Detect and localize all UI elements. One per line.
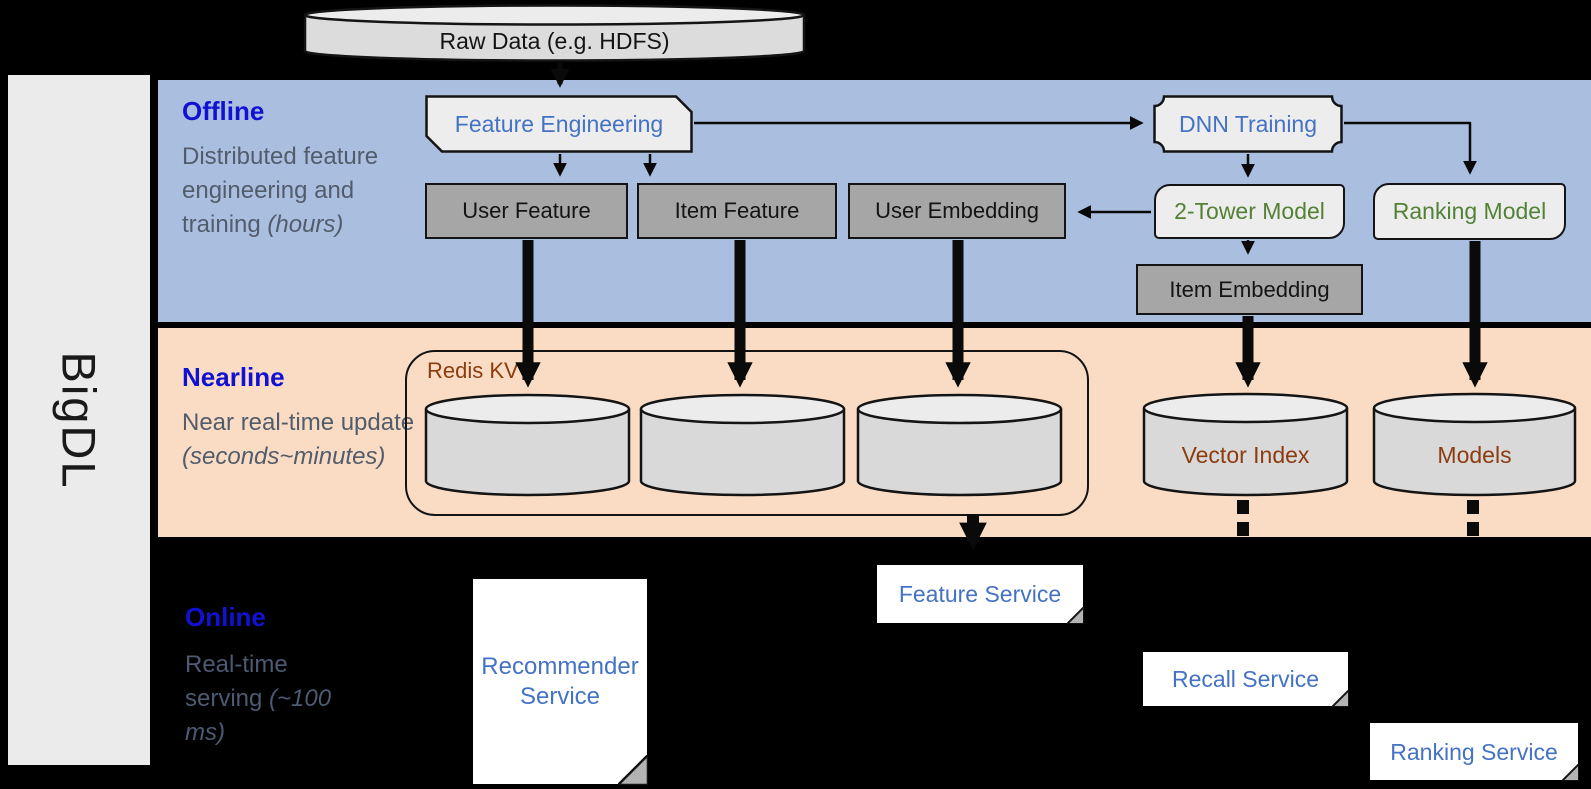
item-feature-label: Item Feature — [674, 198, 800, 223]
nearline-subtitle-italic: (seconds~minutes) — [182, 443, 386, 470]
models-cylinder-shape — [1372, 392, 1577, 497]
feature-engineering-label: Feature Engineering — [454, 110, 664, 137]
user-feature-label: User Feature — [462, 198, 591, 223]
offline-subtitle-italic: (hours) — [267, 211, 344, 238]
item-embedding-node: Item Embedding — [1136, 264, 1363, 315]
ranking-service-node: Ranking Service — [1370, 723, 1579, 781]
vector-index-label: Vector Index — [1181, 442, 1310, 468]
two-tower-model-label: 2-Tower Model — [1174, 198, 1325, 224]
user-embedding-label: User Embedding — [875, 198, 1039, 223]
ranking-model-label: Ranking Model — [1392, 198, 1547, 224]
document-fold-icon — [1067, 607, 1084, 624]
bigdl-brand-label: BigDL — [52, 350, 106, 490]
redis-cylinder-3 — [856, 393, 1063, 497]
raw-data-label: Raw Data (e.g. HDFS) — [439, 27, 670, 54]
document-fold-icon — [1562, 764, 1579, 781]
redis-cylinder-2-shape — [639, 393, 846, 497]
ranking-model-node: Ranking Model — [1373, 183, 1566, 240]
feature-engineering-shape — [425, 95, 693, 153]
redis-cylinder-1 — [424, 393, 631, 497]
feature-service-label: Feature Service — [898, 581, 1062, 607]
online-subtitle-text: Real-time serving — [185, 651, 288, 712]
online-subtitle: Real-time serving (~100 ms) — [185, 648, 335, 750]
feature-service-node: Feature Service — [877, 565, 1084, 624]
offline-title: Offline — [182, 96, 265, 126]
offline-subtitle: Distributed feature engineering and trai… — [182, 140, 414, 242]
vector-index-cylinder-shape — [1142, 392, 1349, 497]
online-subtitle-italic: (~100 ms) — [185, 685, 332, 746]
document-fold-icon — [1332, 690, 1349, 707]
user-feature-node: User Feature — [425, 183, 628, 239]
online-title: Online — [185, 602, 266, 632]
redis-kv-label: Redis KV — [427, 358, 519, 383]
offline-subtitle-text: Distributed feature engineering and trai… — [182, 143, 379, 238]
nearline-subtitle-text: Near real-time update — [182, 409, 415, 436]
two-tower-model-node: 2-Tower Model — [1154, 184, 1345, 239]
recommender-service-label: Recommender Service — [481, 652, 639, 710]
recall-service-label: Recall Service — [1172, 666, 1319, 692]
bigdl-brand: BigDL — [8, 75, 150, 765]
item-embedding-label: Item Embedding — [1169, 276, 1330, 302]
redis-cylinder-2 — [639, 393, 846, 497]
raw-data-cylinder: Raw Data (e.g. HDFS) — [303, 4, 806, 62]
models-cylinder: Models — [1372, 392, 1577, 497]
user-embedding-node: User Embedding — [848, 183, 1066, 239]
document-fold-icon — [618, 755, 648, 785]
bigdl-sidebar — [8, 75, 150, 765]
feature-engineering-node: Feature Engineering — [425, 95, 693, 153]
redis-cylinder-3-shape — [856, 393, 1063, 497]
vector-index-cylinder: Vector Index — [1142, 392, 1349, 497]
nearline-title: Nearline — [182, 362, 285, 392]
models-label: Models — [1437, 442, 1512, 468]
recommender-service-node: Recommender Service — [473, 579, 648, 785]
recall-service-node: Recall Service — [1143, 652, 1349, 707]
dnn-training-shape — [1153, 95, 1343, 153]
dnn-training-node: DNN Training — [1153, 95, 1343, 153]
redis-cylinder-1-shape — [424, 393, 631, 497]
item-feature-node: Item Feature — [637, 183, 837, 239]
redis-kv-container — [405, 350, 1089, 516]
ranking-service-label: Ranking Service — [1390, 738, 1558, 765]
nearline-subtitle: Near real-time update (seconds~minutes) — [182, 406, 434, 474]
dnn-training-label: DNN Training — [1178, 110, 1318, 137]
raw-data-cylinder-shape — [303, 4, 806, 62]
